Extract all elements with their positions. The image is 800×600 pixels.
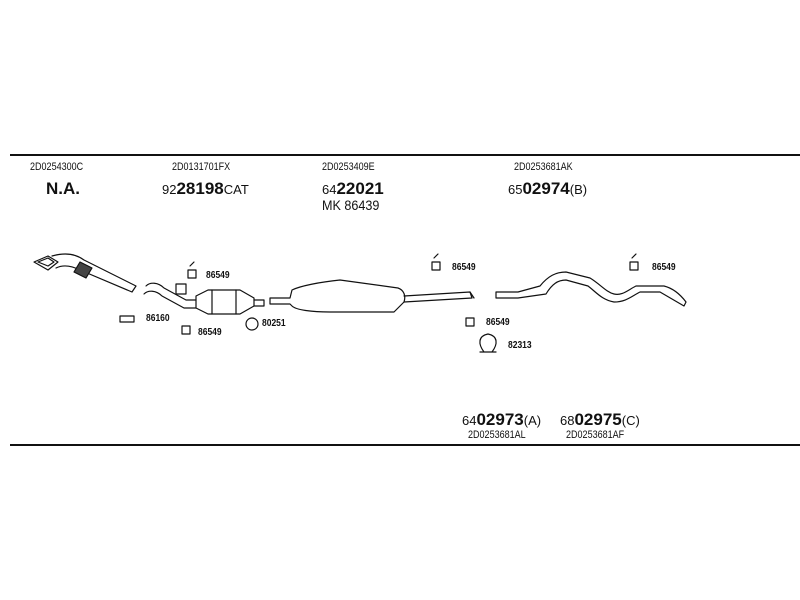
order-main: 22021 <box>336 179 384 198</box>
callout-clamp-1: 86160 <box>146 313 170 324</box>
callout-hanger-3: 86549 <box>452 262 476 273</box>
callout-hanger-1: 86549 <box>206 270 230 281</box>
oem-number-col3: 2D0253409E <box>322 161 375 173</box>
rear-pipe <box>495 271 687 307</box>
order-suffix: (C) <box>621 413 640 428</box>
callout-hanger-2: 86549 <box>198 327 222 338</box>
hanger-icon-1 <box>187 261 197 279</box>
oem-number-col1: 2D0254300C <box>30 161 84 173</box>
catalytic-converter <box>195 289 265 315</box>
oem-number-part-c: 2D0253681AF <box>566 429 625 441</box>
order-number-col1: N.A. <box>46 179 80 198</box>
order-number-part-c: 6802975(C) <box>560 411 640 428</box>
order-number-col4: 6502974(B) <box>508 180 587 197</box>
order-main: 28198 <box>176 179 224 198</box>
intermediate-pipe <box>143 282 197 309</box>
order-main: 02974 <box>522 179 570 198</box>
order-prefix: 64 <box>462 413 477 428</box>
order-suffix: (A) <box>523 413 542 428</box>
callout-gasket: 80251 <box>262 318 286 329</box>
gasket-icon <box>245 317 259 331</box>
top-rule <box>10 154 800 156</box>
order-prefix: 65 <box>508 182 523 197</box>
oem-number-part-a: 2D0253681AL <box>468 429 526 441</box>
oem-number-col4: 2D0253681AK <box>514 161 573 173</box>
clamp-icon-1 <box>119 315 135 323</box>
order-number-col3: 6422021 <box>322 180 384 197</box>
bottom-rule <box>10 444 800 446</box>
middle-silencer <box>269 279 475 313</box>
order-suffix: (B) <box>569 182 588 197</box>
u-clamp-icon <box>479 333 497 353</box>
order-prefix: 92 <box>162 182 177 197</box>
order-number-part-a: 6402973(A) <box>462 411 541 428</box>
front-pipe <box>33 253 137 293</box>
callout-u-clamp: 82313 <box>508 340 532 351</box>
callout-hanger-4: 86549 <box>486 317 510 328</box>
hanger-icon-4 <box>465 317 475 327</box>
mounting-kit-number: MK 86439 <box>322 197 380 213</box>
hanger-icon-5 <box>629 253 639 271</box>
hanger-icon-3 <box>431 253 441 271</box>
hanger-icon-2 <box>181 325 191 335</box>
order-suffix: CAT <box>223 182 249 197</box>
order-main: 02973 <box>476 410 524 429</box>
order-prefix: 64 <box>322 182 337 197</box>
order-prefix: 68 <box>560 413 575 428</box>
callout-hanger-5: 86549 <box>652 262 676 273</box>
order-main: 02975 <box>574 410 622 429</box>
oem-number-col2: 2D0131701FX <box>172 161 231 173</box>
order-number-col2: 9228198CAT <box>162 180 249 197</box>
